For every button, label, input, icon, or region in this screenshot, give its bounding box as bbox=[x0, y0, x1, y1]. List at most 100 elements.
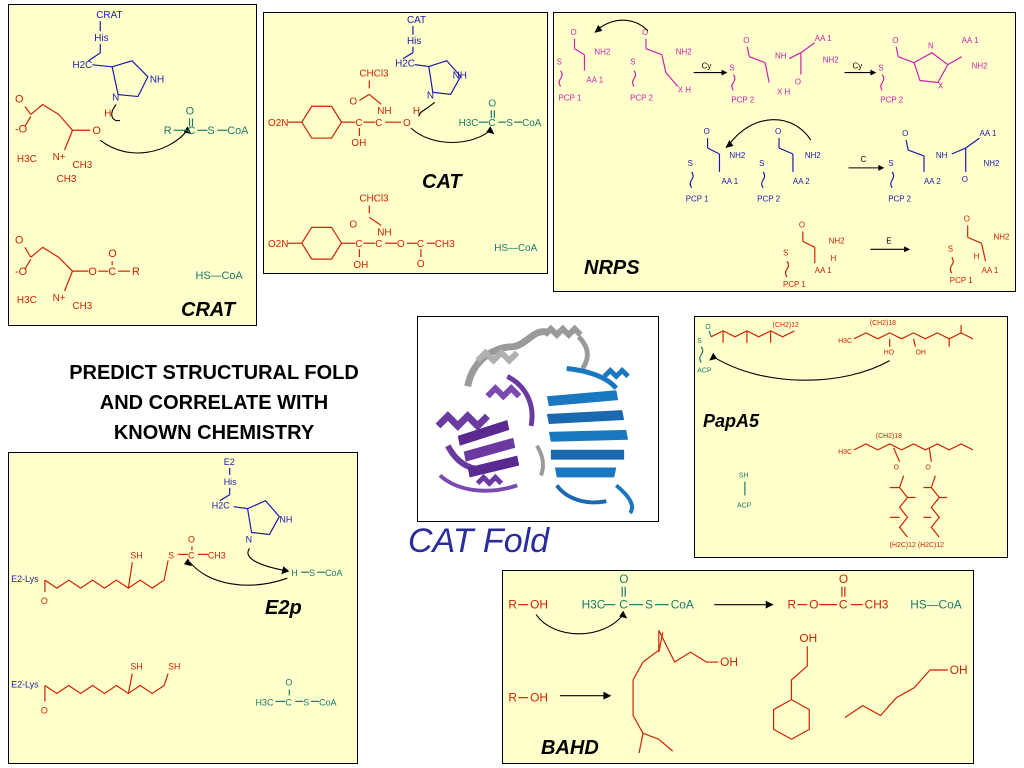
crat-panel: CRAT His H2C NH N H O -O O N+ H3C CH3 CH… bbox=[8, 4, 257, 326]
nrps-xh-1: X H bbox=[678, 85, 691, 94]
nrps-o-4: O bbox=[795, 77, 801, 86]
nrps-cy-2: Cy bbox=[853, 62, 863, 71]
nrps-nh2-2: NH2 bbox=[676, 48, 692, 57]
crat-ominus-bot: -O bbox=[15, 266, 27, 278]
nrps-nh2-3: NH2 bbox=[823, 56, 839, 65]
nrps-pcp2-4: PCP 2 bbox=[757, 195, 780, 204]
cat-c1-bot: C bbox=[355, 239, 362, 250]
nrps-aa1-1: AA 1 bbox=[586, 76, 603, 85]
nrps-aa1-2: AA 1 bbox=[815, 34, 832, 43]
bahd-label: BAHD bbox=[541, 737, 599, 759]
nrps-pcp1-3: PCP 1 bbox=[783, 280, 806, 289]
nrps-aa1-6: AA 1 bbox=[815, 266, 832, 275]
cat-c2: C bbox=[375, 118, 382, 129]
nrps-cy-1: Cy bbox=[702, 62, 712, 71]
nrps-label: NRPS bbox=[584, 257, 640, 279]
cat-nh-amide: NH bbox=[377, 106, 391, 117]
cat-chcl3-bot: CHCl3 bbox=[359, 194, 389, 205]
nrps-pcp2-2: PCP 2 bbox=[731, 95, 754, 104]
nrps-x-1: X bbox=[938, 81, 944, 90]
crat-acyl-coa: CoA bbox=[227, 125, 249, 137]
bahd-c-1: C bbox=[619, 598, 628, 612]
cat-enzyme-label: CAT bbox=[407, 15, 426, 26]
papa5-ho: HO bbox=[884, 350, 895, 357]
nrps-nh2-6: NH2 bbox=[805, 151, 821, 160]
crat-c-ester: C bbox=[108, 266, 116, 278]
cat-o-amide-bot: O bbox=[349, 219, 357, 230]
bahd-scheme: R OH H3C C O S CoA R O C O CH bbox=[508, 572, 968, 754]
bahd-o-1: O bbox=[619, 572, 628, 586]
e2p-coa-2: CoA bbox=[319, 697, 336, 707]
protein-ribbon bbox=[435, 324, 635, 515]
nrps-s-6: S bbox=[759, 159, 764, 168]
cat-chcl3-top: CHCl3 bbox=[359, 69, 389, 80]
e2p-sh-3: SH bbox=[168, 662, 180, 672]
cat-h-label: H bbox=[413, 106, 420, 117]
cat-acyl-c: C bbox=[488, 118, 495, 129]
bahd-oh-hexenol: OH bbox=[950, 663, 968, 677]
e2p-his: His bbox=[224, 477, 237, 487]
nrps-s-2: S bbox=[630, 58, 635, 67]
e2p-o-1: O bbox=[41, 596, 48, 606]
e2p-c-1: C bbox=[188, 550, 195, 560]
nrps-scheme: O NH2 AA 1 S PCP 1 O NH2 X H S PCP 2 Cy … bbox=[557, 19, 1010, 289]
e2p-e2lys-1: E2-Lys bbox=[11, 574, 39, 584]
cat-o-amide: O bbox=[349, 96, 357, 107]
e2p-s-1: S bbox=[168, 550, 174, 560]
cat-oh1: OH bbox=[351, 138, 366, 149]
nrps-h-2: H bbox=[974, 252, 980, 261]
cat-acyl-s: S bbox=[506, 118, 513, 129]
nrps-o-9: O bbox=[962, 175, 968, 184]
papa5-acp-1: ACP bbox=[697, 368, 712, 375]
cat-nh-label: NH bbox=[453, 70, 467, 81]
e2p-c-2: C bbox=[285, 697, 292, 707]
cat-label: CAT bbox=[422, 171, 462, 193]
nrps-nh-1: NH bbox=[775, 52, 787, 61]
headline-line-3: KNOWN CHEMISTRY bbox=[113, 422, 315, 444]
nrps-c-label: C bbox=[860, 155, 866, 164]
nrps-o-3: O bbox=[743, 36, 749, 45]
nrps-nh2-1: NH2 bbox=[594, 48, 610, 57]
e2p-scheme: E2 His H2C NH N E2-Lys O SH S C O CH bbox=[11, 457, 342, 715]
e2p-ch3: CH3 bbox=[208, 550, 226, 560]
e2p-sh-1: SH bbox=[130, 550, 142, 560]
bahd-oh-geraniol: OH bbox=[720, 655, 738, 669]
crat-scheme: CRAT His H2C NH N H O -O O N+ H3C CH3 CH… bbox=[15, 10, 249, 312]
cat-c2-bot: C bbox=[375, 239, 382, 250]
nrps-e-label: E bbox=[886, 236, 891, 245]
cat-fold-structure-image bbox=[417, 316, 659, 522]
papa5-panel: O S ACP (CH2)12 (CH2)18 H3C HO OH SH ACP bbox=[694, 316, 1008, 558]
bahd-oh-2: OH bbox=[530, 691, 548, 705]
nrps-xh-2: X H bbox=[777, 87, 790, 96]
crat-o-carbonyl: O bbox=[108, 248, 116, 260]
papa5-o-1: O bbox=[705, 324, 711, 331]
bahd-hscoa: HS—CoA bbox=[910, 598, 961, 612]
crat-his-label: His bbox=[94, 33, 108, 44]
cat-oh-bot: OH bbox=[353, 260, 368, 271]
papa5-o-2: O bbox=[894, 465, 900, 472]
nrps-nh2-9: NH2 bbox=[993, 232, 1009, 241]
e2p-h2c: H2C bbox=[212, 501, 230, 511]
cat-fold-label: CAT Fold bbox=[408, 522, 550, 560]
crat-h-label: H bbox=[104, 108, 111, 119]
e2p-nh: NH bbox=[279, 515, 292, 525]
papa5-ch2-12: (CH2)12 bbox=[773, 322, 799, 329]
crat-hscoa: HS—CoA bbox=[195, 270, 243, 282]
nrps-s-7: S bbox=[888, 159, 893, 168]
papa5-oh: OH bbox=[915, 350, 925, 357]
papa5-h3c-2: H3C bbox=[838, 449, 852, 456]
bahd-h3c: H3C bbox=[582, 598, 606, 612]
cat-scheme: CAT His H2C NH N CHCl3 O NH O2N C OH C O… bbox=[268, 15, 542, 271]
nrps-pcp1-4: PCP 1 bbox=[950, 276, 973, 285]
cat-o-carbonyl-bot: O bbox=[417, 259, 425, 270]
bahd-panel: R OH H3C C O S CoA R O C O CH bbox=[502, 570, 974, 764]
bahd-oh-1: OH bbox=[530, 598, 548, 612]
cat-c-ester-bot: C bbox=[417, 239, 424, 250]
crat-ch3-b: CH3 bbox=[57, 174, 77, 185]
bahd-r-1: R bbox=[508, 598, 517, 612]
nrps-o-6: O bbox=[704, 127, 710, 136]
crat-n-label: N bbox=[112, 93, 119, 104]
bahd-s-1: S bbox=[645, 598, 653, 612]
cat-o2n-bot: O2N bbox=[268, 239, 288, 250]
e2p-o-3: O bbox=[41, 705, 48, 715]
